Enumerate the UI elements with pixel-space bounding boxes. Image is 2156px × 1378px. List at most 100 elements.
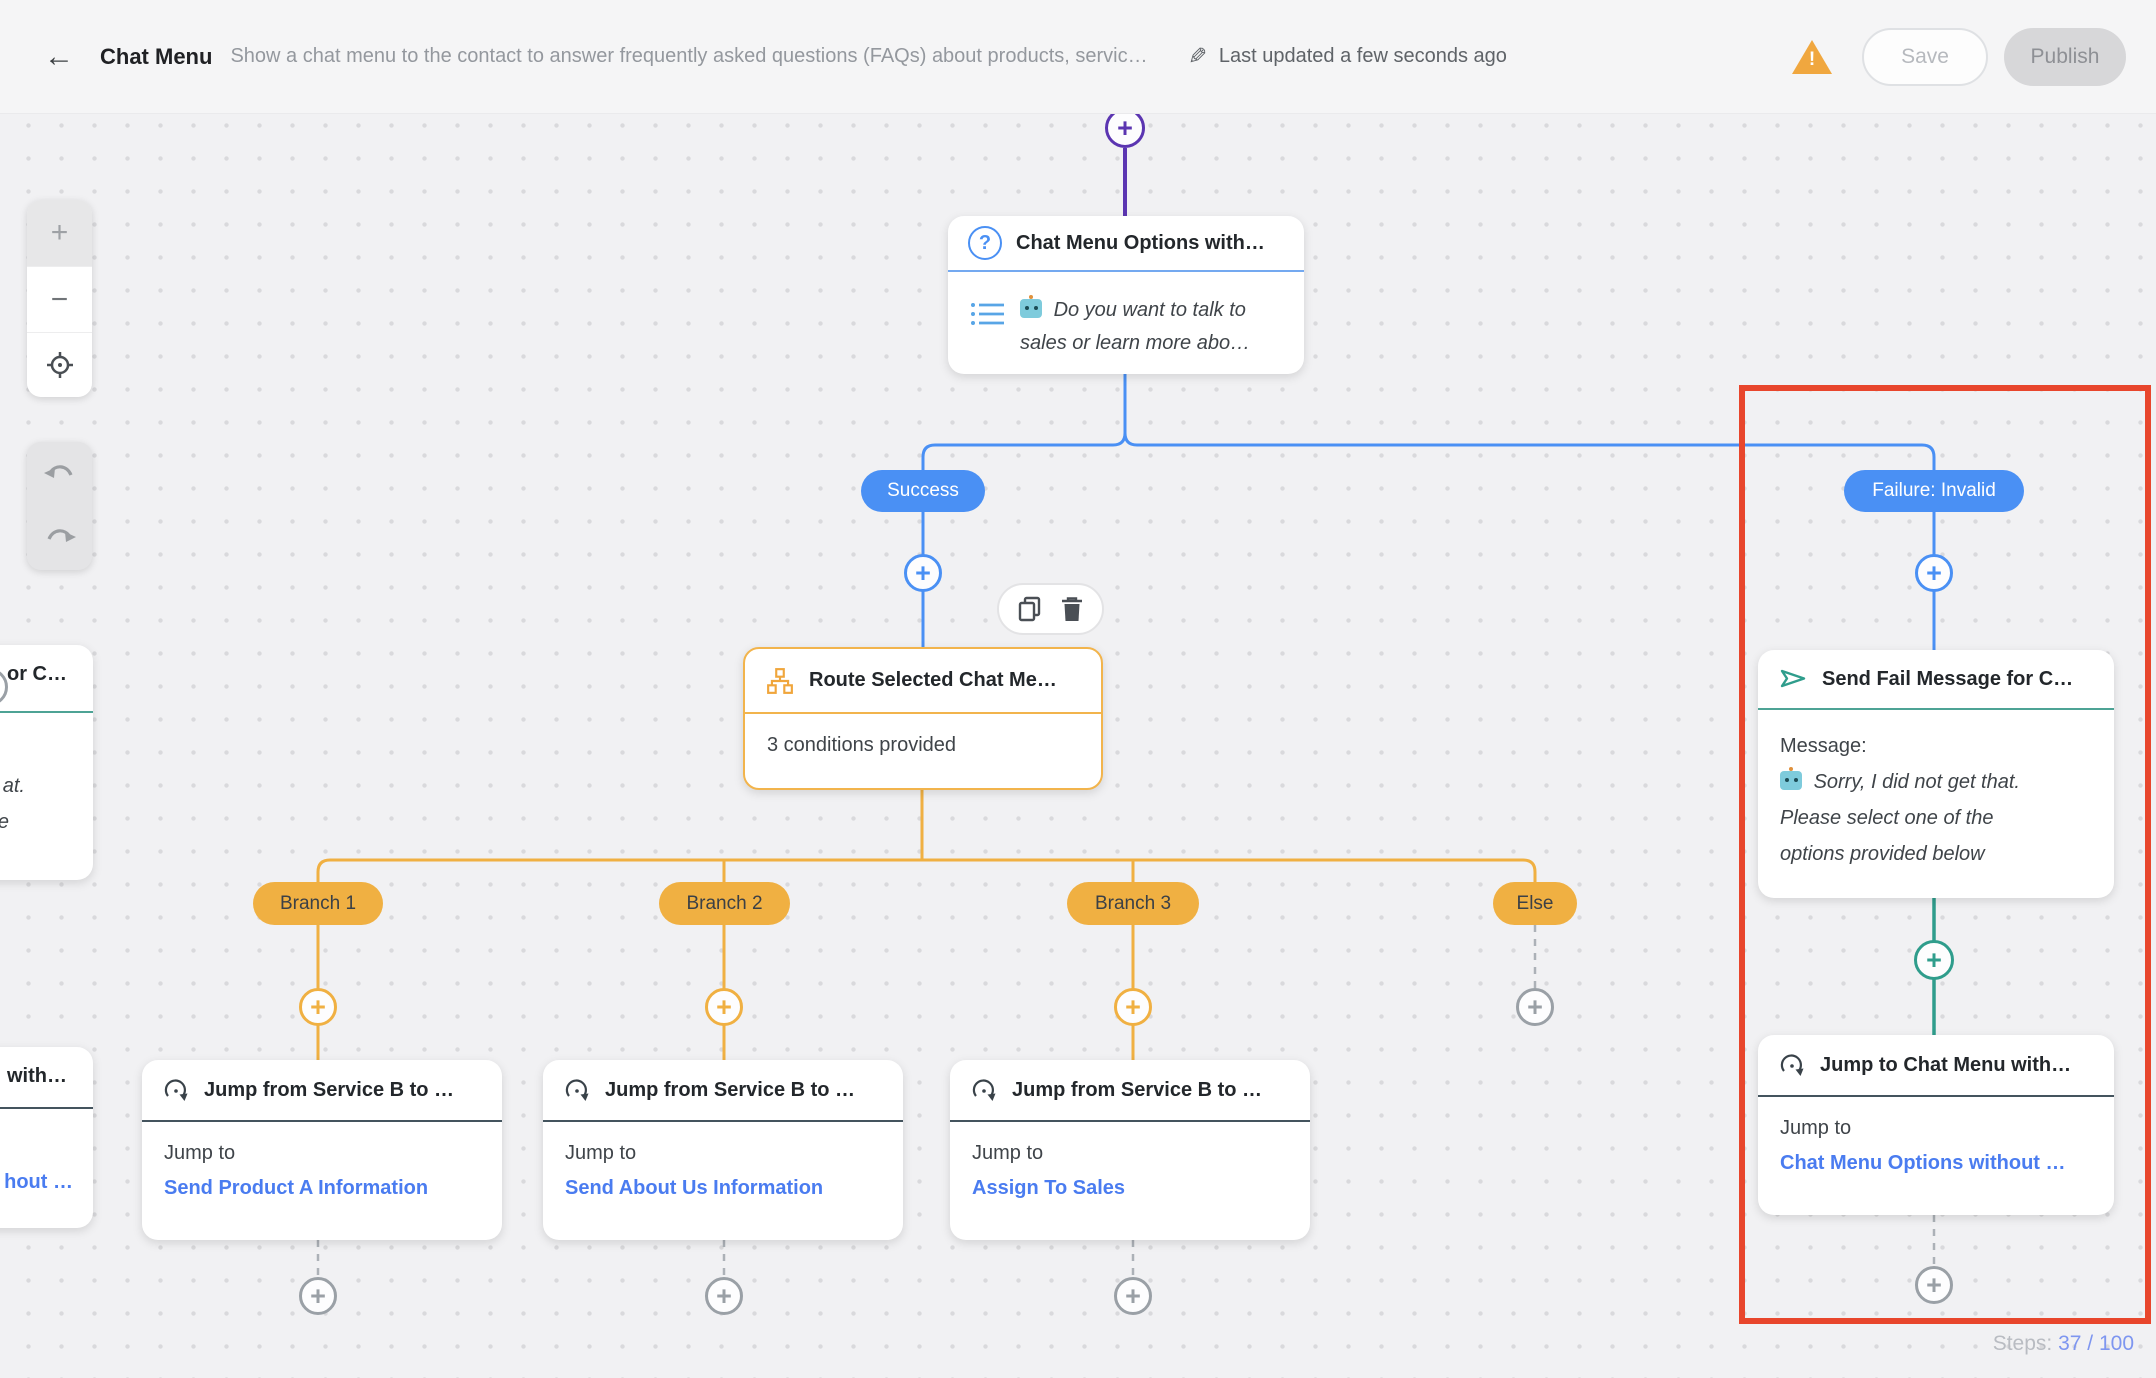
plus-icon: + [50, 216, 69, 249]
jump-target-link[interactable]: Assign To Sales [972, 1177, 1126, 1199]
add-step-button-else[interactable]: + [1516, 988, 1554, 1026]
fail-message-text: Sorry, I did not get that. Please select… [1780, 767, 2020, 865]
jump-icon [565, 1079, 589, 1101]
warning-exclamation: ! [1808, 48, 1816, 70]
branch-3-label: Branch 3 [1067, 882, 1199, 925]
add-step-button-after-jump-1[interactable]: + [299, 1277, 337, 1315]
node-jump-branch-1[interactable]: Jump from Service B to … Jump to Send Pr… [142, 1060, 502, 1240]
jump-icon [164, 1079, 188, 1101]
zoom-controls: + − [27, 200, 92, 397]
add-step-button-after-jump-menu[interactable]: + [1915, 1266, 1953, 1304]
message-label: Message: [1780, 735, 1867, 757]
node-divider [1758, 708, 2114, 710]
jump-icon [972, 1079, 996, 1101]
robot-emoji-icon [1020, 295, 1042, 318]
jump-target-link[interactable]: Send About Us Information [565, 1177, 824, 1199]
add-step-button-entry[interactable]: + [1105, 108, 1145, 148]
node-title-fragment: or C… [7, 663, 67, 685]
message-fragment: e [0, 811, 9, 834]
jump-to-label: Jump to [972, 1142, 1044, 1164]
branch-route-icon [767, 667, 793, 694]
node-partial-jump[interactable]: with… hout … [0, 1047, 93, 1228]
jump-target-link[interactable]: Chat Menu Options without … [1780, 1152, 2066, 1174]
node-title: Jump from Service B to … [1012, 1078, 1263, 1101]
copy-icon[interactable] [1017, 595, 1043, 623]
node-divider [1758, 1095, 2114, 1097]
send-message-icon [1780, 669, 1806, 688]
jump-target-link[interactable]: Send Product A Information [164, 1177, 429, 1199]
success-branch-label: Success [861, 470, 985, 512]
page-title: Chat Menu [100, 43, 213, 69]
node-divider [142, 1120, 502, 1122]
edit-pencil-icon[interactable]: ✎ [1187, 43, 1207, 69]
last-updated-text: Last updated a few seconds ago [1218, 45, 1507, 67]
redo-button[interactable] [27, 506, 92, 570]
publish-button[interactable]: Publish [2004, 27, 2126, 86]
message-preview: Do you want to talk to sales or learn mo… [1020, 294, 1250, 360]
node-title: Chat Menu Options with… [1016, 231, 1265, 254]
robot-emoji-icon [1780, 767, 1802, 790]
node-jump-branch-3[interactable]: Jump from Service B to … Jump to Assign … [950, 1060, 1310, 1240]
add-step-button-after-fail-message[interactable]: + [1914, 940, 1954, 980]
node-jump-branch-2[interactable]: Jump from Service B to … Jump to Send Ab… [543, 1060, 903, 1240]
branch-2-label: Branch 2 [659, 882, 790, 925]
node-jump-to-chat-menu[interactable]: Jump to Chat Menu with… Jump to Chat Men… [1758, 1035, 2114, 1215]
node-title: Jump to Chat Menu with… [1820, 1053, 2072, 1076]
steps-counter: Steps: 37 / 100 [1993, 1332, 2134, 1356]
jump-to-label: Jump to [164, 1142, 236, 1164]
node-title: Jump from Service B to … [605, 1078, 856, 1101]
node-send-fail-message[interactable]: Send Fail Message for C… Message: Sorry,… [1758, 650, 2114, 898]
node-action-toolbar [997, 583, 1104, 635]
else-branch-label: Else [1493, 882, 1577, 925]
delete-icon[interactable] [1060, 595, 1084, 623]
app-header: ← Chat Menu Show a chat menu to the cont… [0, 0, 2156, 114]
add-step-button-success[interactable]: + [904, 554, 942, 592]
message-fragment: at. [2, 775, 25, 797]
node-title-fragment: with… [7, 1065, 67, 1087]
add-step-button-failure[interactable]: + [1915, 554, 1953, 592]
steps-value: 37 / 100 [2058, 1332, 2134, 1355]
add-step-button-branch-3[interactable]: + [1114, 988, 1152, 1026]
undo-button[interactable] [27, 442, 92, 506]
node-chat-menu-options[interactable]: ? Chat Menu Options with… Do you want to… [948, 216, 1304, 374]
jump-to-label: Jump to [1780, 1117, 1852, 1139]
message-line: sales or learn more abo… [1020, 332, 1251, 354]
undo-icon [43, 465, 72, 478]
redo-icon [47, 529, 76, 542]
route-conditions-text: 3 conditions provided [767, 734, 957, 756]
node-partial-send-fail[interactable]: or C… at. e [0, 645, 93, 880]
warning-triangle [1792, 39, 1832, 74]
node-divider [0, 1107, 93, 1109]
node-title: Jump from Service B to … [204, 1078, 455, 1101]
message-line: Do you want to talk to [1053, 299, 1246, 321]
node-divider [745, 712, 1101, 714]
zoom-in-button[interactable]: + [27, 200, 92, 266]
jump-to-label: Jump to [565, 1142, 637, 1164]
crosshair-icon [46, 352, 73, 378]
add-step-button-after-jump-2[interactable]: + [705, 1277, 743, 1315]
node-route-selected[interactable]: Route Selected Chat Me… 3 conditions pro… [743, 647, 1103, 790]
question-icon: ? [968, 226, 1002, 260]
minus-icon: − [50, 282, 69, 316]
node-title: Send Fail Message for C… [1822, 667, 2074, 690]
jump-target-link-fragment[interactable]: hout … [4, 1171, 73, 1193]
add-step-button-branch-2[interactable]: + [705, 988, 743, 1026]
add-step-button-branch-1[interactable]: + [299, 988, 337, 1026]
back-icon[interactable]: ← [44, 39, 74, 73]
add-step-button-after-jump-3[interactable]: + [1114, 1277, 1152, 1315]
failure-branch-label: Failure: Invalid [1844, 470, 2024, 512]
save-button[interactable]: Save [1862, 27, 1988, 86]
branch-1-label: Branch 1 [253, 882, 383, 925]
jump-icon [1780, 1054, 1804, 1076]
steps-label: Steps: [1992, 1332, 2053, 1355]
warning-icon[interactable]: ! [1792, 39, 1832, 74]
zoom-out-button[interactable]: − [27, 266, 92, 332]
center-view-button[interactable] [27, 332, 92, 397]
node-divider [948, 270, 1304, 272]
node-divider [543, 1120, 903, 1122]
history-controls [27, 442, 92, 570]
list-icon [971, 303, 1004, 325]
node-divider [0, 711, 93, 713]
